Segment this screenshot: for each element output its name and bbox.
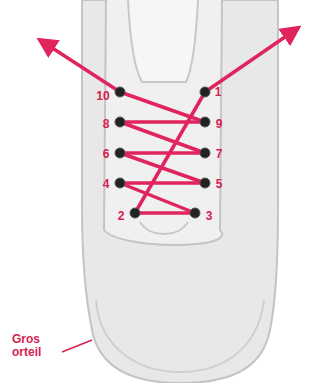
callout-number: 6 <box>103 148 110 161</box>
callout-number: 2 <box>118 210 125 223</box>
leader-line <box>62 340 92 352</box>
callout-number: 1 <box>215 86 222 99</box>
toe-cap <box>96 300 264 372</box>
callout-number: 8 <box>103 118 110 131</box>
callout-number: 4 <box>103 178 110 191</box>
callout-label: Gros orteil <box>12 333 58 359</box>
lacing-panel <box>104 0 222 245</box>
callout-number: 10 <box>96 90 109 103</box>
callout-number: 5 <box>216 178 223 191</box>
callout-number: 7 <box>216 148 223 161</box>
callout-number: 9 <box>216 118 223 131</box>
lace <box>40 28 298 213</box>
shoe-outline <box>82 0 278 383</box>
eyelets <box>115 87 210 218</box>
tongue-bottom <box>140 222 188 234</box>
callout-number: 3 <box>206 210 213 223</box>
tongue <box>128 0 198 82</box>
